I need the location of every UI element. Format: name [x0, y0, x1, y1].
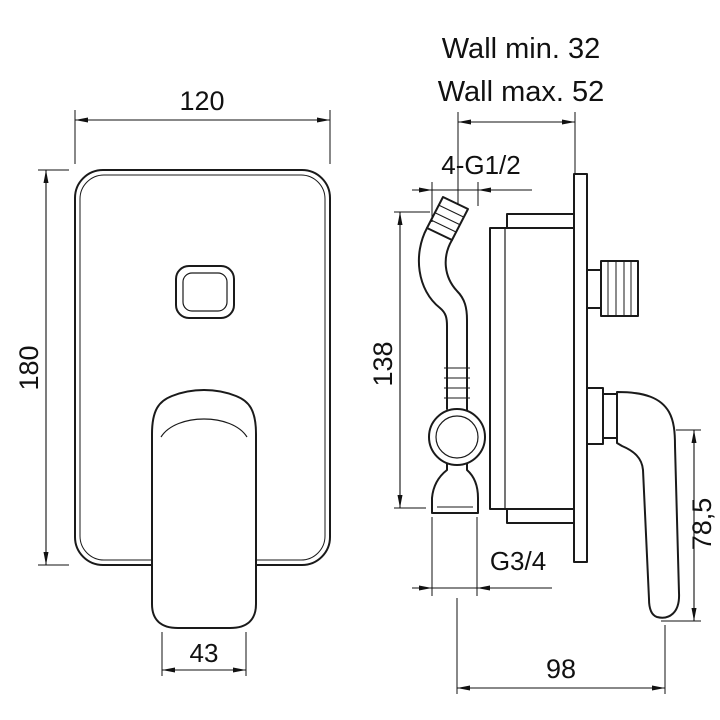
dim-label-front-height: 180	[14, 345, 44, 390]
front-view	[74, 169, 331, 629]
side-pipe-edges	[446, 361, 468, 411]
side-lower-port-outer	[428, 408, 486, 466]
side-handle-base	[586, 387, 604, 445]
dimensions: 120 180 43 Wall min. 32 Wall max. 52 4-G…	[14, 33, 717, 694]
side-pipe-thread-lines	[444, 367, 470, 399]
dim-label-outlet-thread: G3/4	[490, 546, 546, 576]
side-spout-thread	[600, 260, 639, 317]
dim-ext-front-width	[74, 110, 331, 164]
side-inlet-thread-lines	[430, 204, 464, 233]
side-spout-neck	[586, 269, 602, 309]
side-wall-plate	[573, 173, 588, 563]
front-diverter-knob-inner	[182, 272, 228, 312]
side-view	[417, 173, 681, 619]
dim-label-lever-drop: 78,5	[687, 498, 717, 551]
front-lever-cap-line	[160, 418, 248, 438]
front-diverter-knob	[175, 265, 235, 319]
side-flange-bottom	[506, 508, 575, 524]
dim-ext-outlet-thread	[431, 517, 478, 596]
dim-label-front-width: 120	[179, 86, 224, 116]
side-spout-thread-lines	[607, 261, 632, 316]
side-lever	[616, 391, 681, 619]
side-inlet-elbow-inner	[444, 239, 468, 363]
side-flange-top	[506, 213, 575, 229]
side-outlet-elbow	[431, 463, 479, 514]
dim-ext-depth	[456, 598, 666, 694]
dim-label-inlet-thread: 4-G1/2	[441, 150, 521, 180]
side-handle-step	[602, 393, 618, 439]
dim-label-body-height: 138	[368, 341, 398, 386]
dim-ext-body-height	[394, 211, 430, 509]
side-lower-port-inner	[435, 415, 479, 459]
dim-label-wall-min: Wall min. 32	[442, 33, 600, 65]
dim-ext-front-height	[38, 169, 69, 566]
side-valve-body	[489, 227, 575, 510]
dim-label-wall-max: Wall max. 52	[438, 76, 605, 108]
dim-label-depth: 98	[546, 654, 576, 684]
dim-ext-inlet-thread	[431, 182, 479, 222]
dim-label-lever-width: 43	[190, 638, 219, 668]
side-inlet-elbow-outer	[417, 227, 448, 363]
front-lever-handle	[151, 389, 257, 629]
